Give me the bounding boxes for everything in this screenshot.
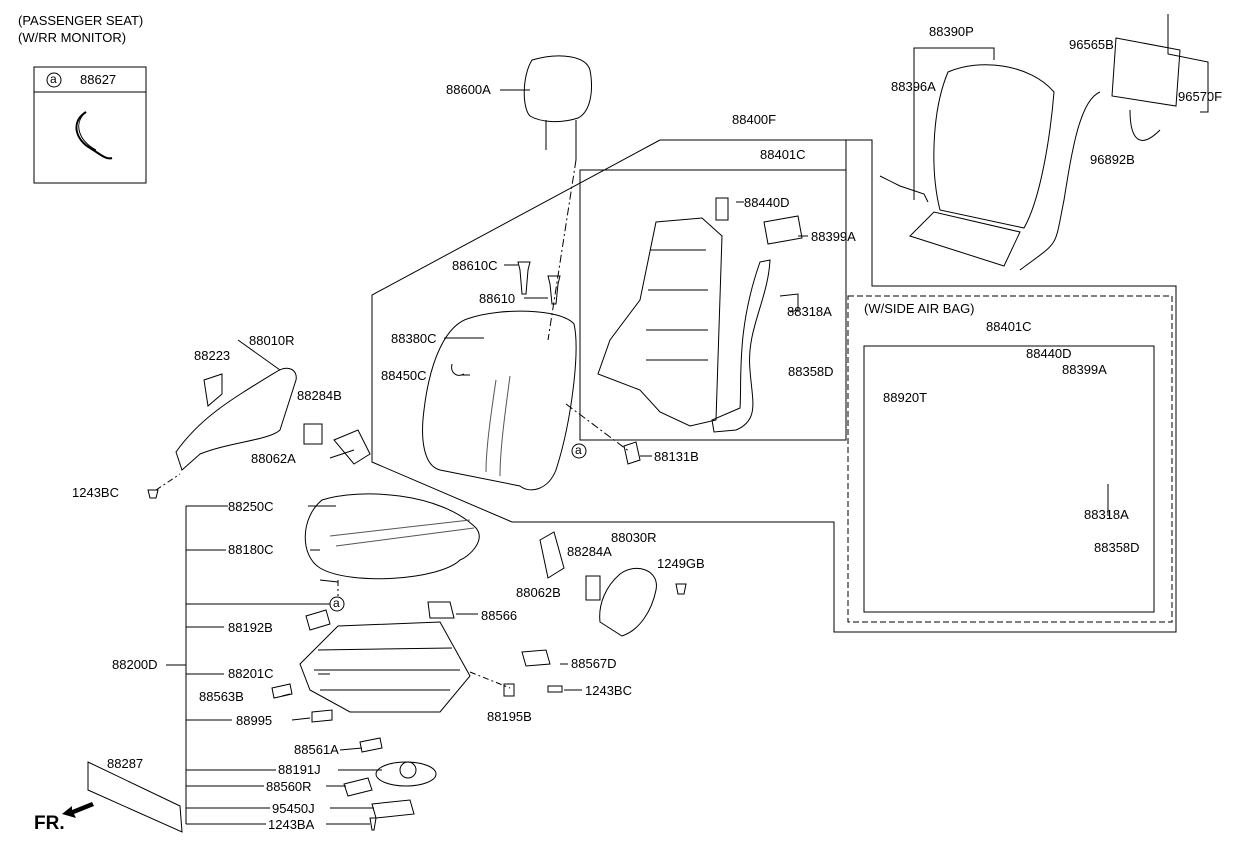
seat-frame-88201C — [299, 621, 471, 713]
outline-88400F — [660, 139, 847, 170]
ref-symbol: a — [50, 72, 57, 86]
header-line-1: (PASSENGER SEAT) — [18, 13, 144, 28]
label-88390P: 88390P — [929, 24, 974, 39]
label-88610C: 88610C — [452, 258, 498, 273]
label-88560R: 88560R — [266, 779, 312, 794]
label-side-88318A: 88318A — [1084, 507, 1129, 522]
label-88600A: 88600A — [446, 82, 491, 97]
armrest-88010R — [175, 367, 297, 471]
label-88563B: 88563B — [199, 689, 244, 704]
front-direction-label: FR. — [34, 813, 65, 834]
label-88450C: 88450C — [381, 368, 427, 383]
label-88284A: 88284A — [567, 544, 612, 559]
label-88223: 88223 — [194, 348, 231, 363]
label-88358D: 88358D — [788, 364, 834, 379]
monitor-96565B — [1111, 37, 1181, 107]
label-88396A: 88396A — [891, 79, 936, 94]
label-88284B: 88284B — [297, 388, 342, 403]
outline-88401C — [579, 169, 847, 441]
label-88250C: 88250C — [228, 499, 274, 514]
ref-symbol-circle — [46, 72, 62, 88]
label-96570F: 96570F — [1178, 89, 1223, 104]
label-95450J: 95450J — [272, 801, 315, 816]
label-88191J: 88191J — [278, 762, 321, 777]
headrest-88600A — [523, 55, 592, 123]
label-88566: 88566 — [481, 608, 518, 623]
trim-88287 — [87, 761, 183, 833]
header-line-2: (W/RR MONITOR) — [18, 30, 127, 45]
label-88192B: 88192B — [228, 620, 273, 635]
side-airbag-title: (W/SIDE AIR BAG) — [864, 301, 975, 316]
front-arrow-icon — [62, 802, 94, 818]
label-96565B: 96565B — [1069, 37, 1114, 52]
wire-96892B — [1019, 91, 1101, 271]
label-side-88401C: 88401C — [986, 319, 1032, 334]
label-88195B: 88195B — [487, 709, 532, 724]
label-88995: 88995 — [236, 713, 273, 728]
callout-a-seat: a — [333, 596, 340, 610]
label-side-88399A: 88399A — [1062, 362, 1107, 377]
label-88030R: 88030R — [611, 530, 657, 545]
ref-part-clip — [75, 111, 113, 160]
backrest-88380C — [422, 310, 577, 491]
label-88180C: 88180C — [228, 542, 274, 557]
label-1249GB: 1249GB — [657, 556, 705, 571]
label-88561A: 88561A — [294, 742, 339, 757]
seat-cushion-88250C — [304, 493, 480, 580]
label-88062B: 88062B — [516, 585, 561, 600]
label-88010R: 88010R — [249, 333, 295, 348]
frame-88401C — [597, 217, 723, 427]
label-88567D: 88567D — [571, 656, 617, 671]
label-1243BC-upper: 1243BC — [72, 485, 119, 500]
label-88131B: 88131B — [654, 449, 699, 464]
label-88201C: 88201C — [228, 666, 274, 681]
rear-cover-88390P — [933, 64, 1055, 229]
label-side-88440D: 88440D — [1026, 346, 1072, 361]
label-88400F: 88400F — [732, 112, 777, 127]
duct-88358D — [711, 259, 771, 433]
label-88200D: 88200D — [112, 657, 158, 672]
side-cover-88030R — [599, 567, 657, 637]
label-88399A: 88399A — [811, 229, 856, 244]
ref-part-88627: 88627 — [80, 72, 117, 87]
callout-a-backrest: a — [575, 443, 582, 457]
ref-box — [33, 66, 147, 184]
label-88318A: 88318A — [787, 304, 832, 319]
label-88401C: 88401C — [760, 147, 806, 162]
bracket-88390P — [913, 47, 995, 60]
label-1243BA: 1243BA — [268, 817, 315, 832]
label-88380C: 88380C — [391, 331, 437, 346]
label-1243BC-lower: 1243BC — [585, 683, 632, 698]
label-88440D: 88440D — [744, 195, 790, 210]
label-side-88920T: 88920T — [883, 390, 928, 405]
side-airbag-box — [847, 295, 1173, 623]
label-88062A: 88062A — [251, 451, 296, 466]
label-96892B: 96892B — [1090, 152, 1135, 167]
label-88610: 88610 — [479, 291, 516, 306]
label-88287: 88287 — [107, 756, 144, 771]
part-88191J — [375, 761, 437, 787]
label-side-88358D: 88358D — [1094, 540, 1140, 555]
